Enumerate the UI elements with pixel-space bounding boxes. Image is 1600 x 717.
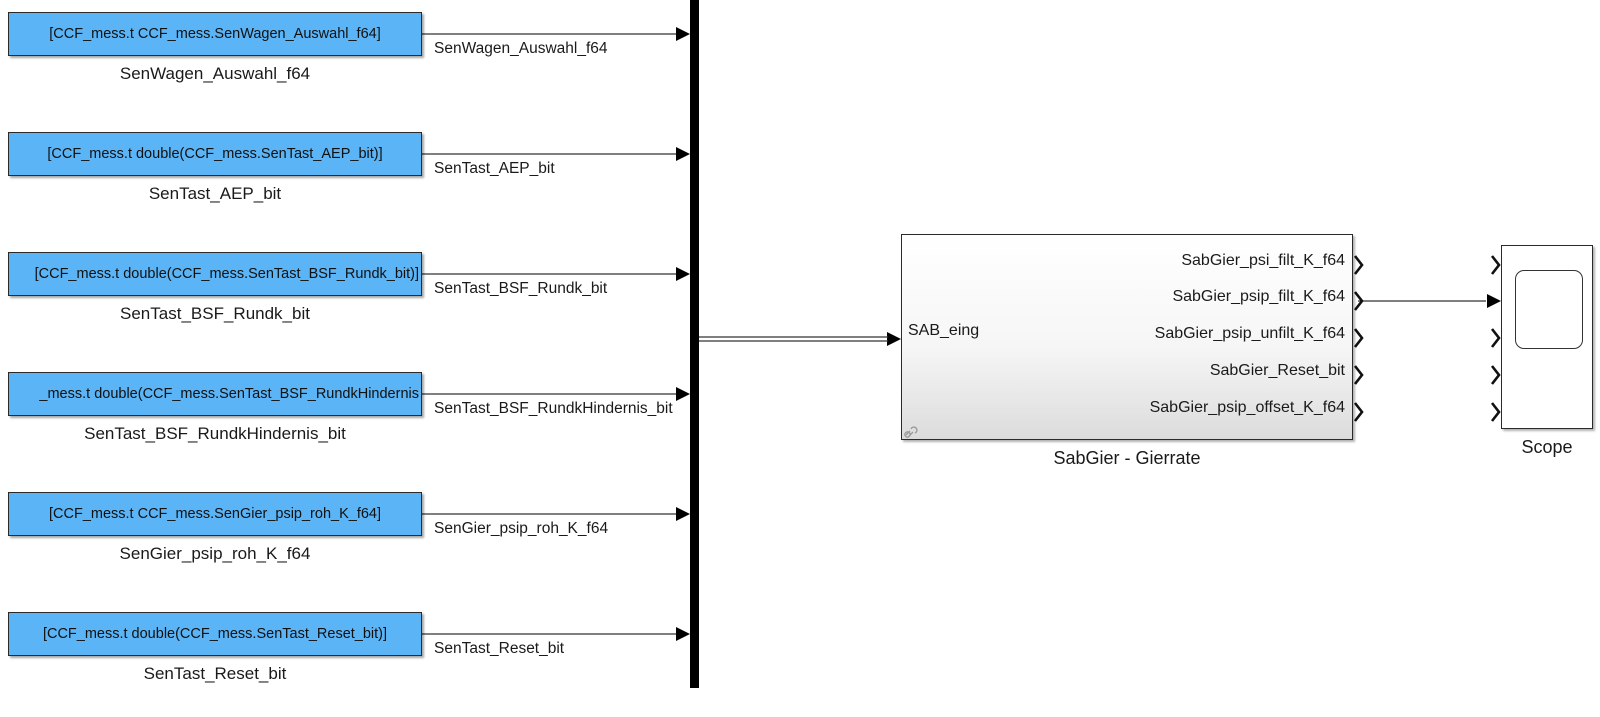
from-block-sentast-reset[interactable]: [CCF_mess.t double(CCF_mess.SenTast_Rese…	[8, 612, 422, 656]
arrowhead	[887, 332, 901, 346]
from-block-senwagen-auswahl[interactable]: [CCF_mess.t CCF_mess.SenWagen_Auswahl_f6…	[8, 12, 422, 56]
arrowhead	[1487, 294, 1501, 308]
library-link-icon	[904, 426, 918, 438]
output-port-marker[interactable]	[1353, 328, 1364, 348]
output-port-label: SabGier_psip_filt_K_f64	[1172, 288, 1345, 305]
scope-input-port-marker[interactable]	[1490, 365, 1501, 385]
from-block-sentast-bsf-rundk[interactable]: [CCF_mess.t double(CCF_mess.SenTast_BSF_…	[8, 252, 422, 296]
block-label: SenTast_Reset_bit	[143, 664, 287, 683]
input-port-label: SAB_eing	[908, 322, 980, 339]
subsystem-block[interactable]: SAB_eing SabGier_psi_filt_K_f64 SabGier_…	[901, 234, 1353, 440]
output-port-marker[interactable]	[1353, 402, 1364, 422]
arrowhead	[676, 27, 690, 41]
scope-screen-icon	[1515, 270, 1583, 349]
output-port-marker[interactable]	[1353, 255, 1364, 275]
bus-creator-block[interactable]	[690, 0, 699, 688]
signal-label: SenTast_AEP_bit	[434, 160, 555, 177]
signal-label: SenGier_psip_roh_K_f64	[434, 520, 609, 537]
output-port-marker[interactable]	[1353, 291, 1364, 311]
arrowhead	[676, 267, 690, 281]
arrowhead	[676, 147, 690, 161]
scope-input-port-marker[interactable]	[1490, 402, 1501, 422]
block-label: SenTast_AEP_bit	[148, 184, 282, 203]
output-port-label: SabGier_psi_filt_K_f64	[1181, 252, 1345, 269]
from-block-sentast-bsf-rundkhindernis[interactable]: _mess.t double(CCF_mess.SenTast_BSF_Rund…	[8, 372, 422, 416]
from-block-sengier-psip-roh[interactable]: [CCF_mess.t CCF_mess.SenGier_psip_roh_K_…	[8, 492, 422, 536]
signal-label: SenTast_BSF_Rundk_bit	[434, 280, 608, 297]
arrowhead	[676, 507, 690, 521]
scope-input-port-marker[interactable]	[1490, 328, 1501, 348]
block-label: SenTast_BSF_Rundk_bit	[120, 304, 310, 323]
signal-label: SenTast_Reset_bit	[434, 640, 565, 657]
output-port-label: SabGier_Reset_bit	[1209, 362, 1345, 379]
signal-label: SenWagen_Auswahl_f64	[434, 40, 608, 57]
scope-label: Scope	[1521, 437, 1573, 457]
subsystem-label: SabGier - Gierrate	[1053, 448, 1201, 468]
arrowhead	[676, 387, 690, 401]
block-label: SenGier_psip_roh_K_f64	[119, 544, 311, 563]
scope-block[interactable]	[1501, 245, 1593, 429]
output-port-marker[interactable]	[1353, 365, 1364, 385]
scope-input-port-marker[interactable]	[1490, 255, 1501, 275]
output-port-label: SabGier_psip_offset_K_f64	[1149, 399, 1345, 416]
block-label: SenTast_BSF_RundkHindernis_bit	[84, 424, 346, 443]
block-label: SenWagen_Auswahl_f64	[119, 64, 311, 83]
output-port-label: SabGier_psip_unfilt_K_f64	[1154, 325, 1345, 342]
signal-label: SenTast_BSF_RundkHindernis_bit	[434, 400, 673, 417]
arrowhead	[676, 627, 690, 641]
bus-signal-line[interactable]	[699, 336, 888, 342]
from-block-sentast-aep[interactable]: [CCF_mess.t double(CCF_mess.SenTast_AEP_…	[8, 132, 422, 176]
